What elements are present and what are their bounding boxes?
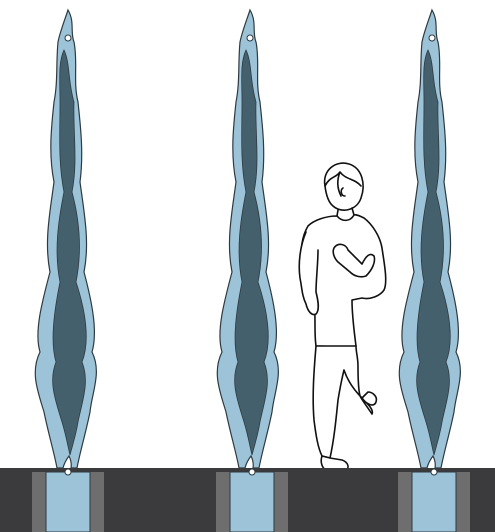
fuel-tank-icon <box>230 472 274 532</box>
person-legs <box>313 346 372 458</box>
person-head <box>325 163 363 210</box>
flame-column-right <box>399 10 460 468</box>
fuel-tank-icon <box>46 472 90 532</box>
flame-columns <box>35 10 460 468</box>
flame-column-left <box>35 10 96 468</box>
person-front-foot <box>321 456 348 470</box>
flame-column-center <box>217 10 278 468</box>
floor <box>0 468 495 532</box>
fuel-tank-right <box>398 469 470 532</box>
fuel-tank-center <box>216 469 288 532</box>
flame-eye-center <box>247 35 253 41</box>
walking-person-icon <box>299 163 385 470</box>
fuel-tank-icon <box>412 472 456 532</box>
flame-eye-right <box>429 35 435 41</box>
flame-eye-left <box>65 35 71 41</box>
fuel-tank-left <box>32 469 104 532</box>
